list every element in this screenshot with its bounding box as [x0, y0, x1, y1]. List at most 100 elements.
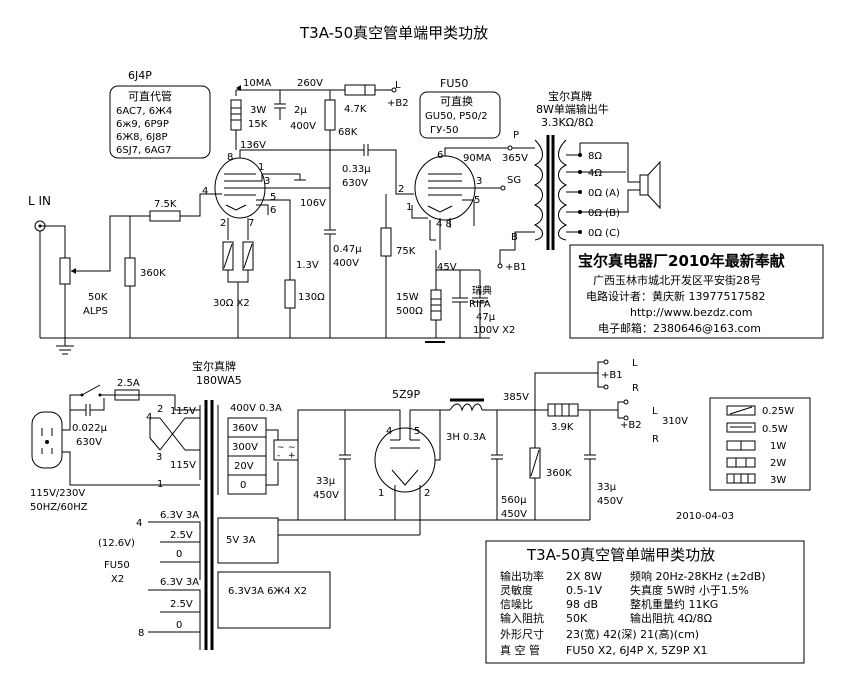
r360k-psu-label: 360K	[546, 468, 572, 479]
input-label: L IN	[28, 194, 51, 208]
spec-r1-c0: 灵敏度	[500, 583, 533, 597]
spec-row-4: 外形尺寸 23(宽) 42(深) 21(高)(cm)	[500, 627, 699, 641]
c047-label: 0.47μ	[333, 244, 362, 255]
fu-pin-2: 2	[398, 184, 404, 195]
c400v-label: 400V	[290, 121, 316, 132]
tap-0a: 0Ω (A)	[588, 188, 620, 199]
r3w-label: 3W	[250, 105, 266, 116]
spec-box	[485, 540, 805, 664]
driver-sub-3: 6Ж8, 6J8P	[116, 132, 168, 143]
legend-05w-label: 0.5W	[762, 424, 788, 435]
page-title: T3A-50真空管单端甲类功放	[299, 24, 488, 42]
v310-label: 310V	[662, 416, 688, 427]
dropper-resistor	[547, 403, 579, 417]
r47k-label: 4.7K	[344, 104, 367, 115]
driver-sub-1: 6AC7, 6Ж4	[116, 106, 172, 117]
driver-pin-3: 3	[264, 176, 270, 187]
spec-r3-c2: 输出阻抗 4Ω/8Ω	[630, 611, 712, 625]
fil-5v-label: 5V 3A	[226, 535, 256, 546]
driver-tube-name: 6J4P	[128, 69, 152, 82]
spec-r3-c0: 输入阻抗	[500, 611, 544, 625]
c33a-label: 33μ	[316, 476, 336, 487]
legend-1w	[726, 440, 756, 451]
bridge-pos: +	[288, 451, 296, 461]
r75k-label: 75K	[396, 246, 416, 257]
driver-pin-4: 4	[202, 186, 208, 197]
hv-label: 400V 0.3A	[230, 403, 282, 414]
spec-r3-c1: 50K	[566, 612, 588, 625]
spec-r0-c2: 频响 20Hz-28KHz (±2dB)	[630, 569, 766, 583]
legend-05w	[726, 422, 756, 433]
grid-resistor-75k	[380, 227, 392, 257]
r39k-label: 3.9K	[551, 422, 574, 433]
rect-pin-1: 1	[378, 488, 384, 499]
fu-pin-3: 3	[476, 176, 482, 187]
tap-0b: 0Ω (B)	[588, 208, 620, 219]
power-sub-2: ГУ-50	[430, 125, 459, 136]
fil1-0: 0	[176, 549, 182, 560]
spec-r0-c1: 2X 8W	[566, 570, 602, 583]
fil-pin-4: 4	[136, 518, 142, 529]
sec-0: 0	[240, 480, 246, 491]
c560-label: 560μ	[501, 495, 527, 506]
x-cap-v-label: 630V	[76, 437, 102, 448]
power-sub-1: GU50, P50/2	[425, 111, 488, 122]
c560-v-label: 450V	[501, 509, 527, 520]
spec-title: T3A-50真空管单端甲类功放	[526, 546, 715, 564]
driver-sub-2: 6ж9, 6P9P	[116, 119, 169, 130]
p-label: P	[513, 130, 519, 141]
sec-300: 300V	[232, 442, 258, 453]
tap-0c: 0Ω (C)	[588, 228, 620, 239]
spec-r2-c1: 98 dB	[566, 598, 598, 611]
spec-row-1: 灵敏度 0.5-1V 失真度 5W时 小于1.5%	[500, 583, 749, 597]
legend-2w	[726, 457, 756, 468]
ma10-label: 10MA	[243, 78, 271, 89]
factory-box	[569, 244, 824, 339]
v13-label: 1.3V	[296, 260, 319, 271]
driver-pin-8: 8	[227, 152, 233, 163]
tap-8: 8Ω	[588, 151, 602, 162]
spec-r1-c1: 0.5-1V	[566, 584, 602, 597]
fil2-25: 2.5V	[170, 599, 193, 610]
power-subs-title: 可直换	[440, 94, 473, 108]
legend-3w	[726, 473, 756, 484]
fil-63-box	[217, 571, 331, 629]
fil-x2: X2	[111, 574, 124, 585]
bridge-neg: -	[277, 451, 280, 461]
grid-leak-resistor	[124, 257, 136, 287]
power-transformer-icon	[199, 400, 219, 650]
driver-subs-box	[109, 85, 211, 159]
rect-tube-name: 5Z9P	[392, 388, 421, 401]
r15k-label: 15K	[248, 119, 268, 130]
driver-pin-6: 6	[270, 205, 276, 216]
speaker-icon	[627, 160, 661, 210]
driver-pin-7: 7	[248, 218, 254, 229]
rect-pin-2: 2	[424, 488, 430, 499]
c2u-label: 2μ	[294, 105, 307, 116]
mains-voltage: 115V/230V	[30, 488, 85, 499]
fu-pin-48: 4 8	[436, 219, 452, 230]
factory-email: 电子邮箱：2380646@163.com	[598, 321, 761, 335]
factory-designer: 电路设计者：黄庆新 13977517582	[586, 289, 765, 303]
factory-headline: 宝尔真电器厂2010年最新奉献	[578, 252, 785, 270]
c33b-label: 33μ	[597, 482, 617, 493]
r130-label: 130Ω	[298, 292, 325, 303]
pri-pin-4: 4	[146, 412, 152, 423]
driver-pin-1: 1	[258, 162, 264, 173]
legend-025w-label: 0.25W	[762, 406, 794, 417]
rect-pin-5: 5	[414, 426, 420, 437]
fu-pin-1: 1	[406, 202, 412, 213]
pri-pin-2: 2	[157, 404, 163, 415]
pot-value: 50K	[88, 292, 108, 303]
r15w-label: 15W	[396, 292, 419, 303]
bridge-rectifier	[273, 439, 299, 461]
sec-20: 20V	[234, 461, 254, 472]
fu-pin-6: 6	[437, 150, 443, 161]
rect-pin-4: 4	[386, 426, 392, 437]
rifa-label-3: 47μ	[476, 312, 496, 323]
x-cap-label: 0.022μ	[72, 423, 108, 434]
b2-psu-label: +B2	[620, 420, 642, 431]
fil1-63: 6.3V 3A	[160, 510, 199, 521]
v260-label: 260V	[297, 78, 323, 89]
ground-icon	[56, 338, 74, 355]
